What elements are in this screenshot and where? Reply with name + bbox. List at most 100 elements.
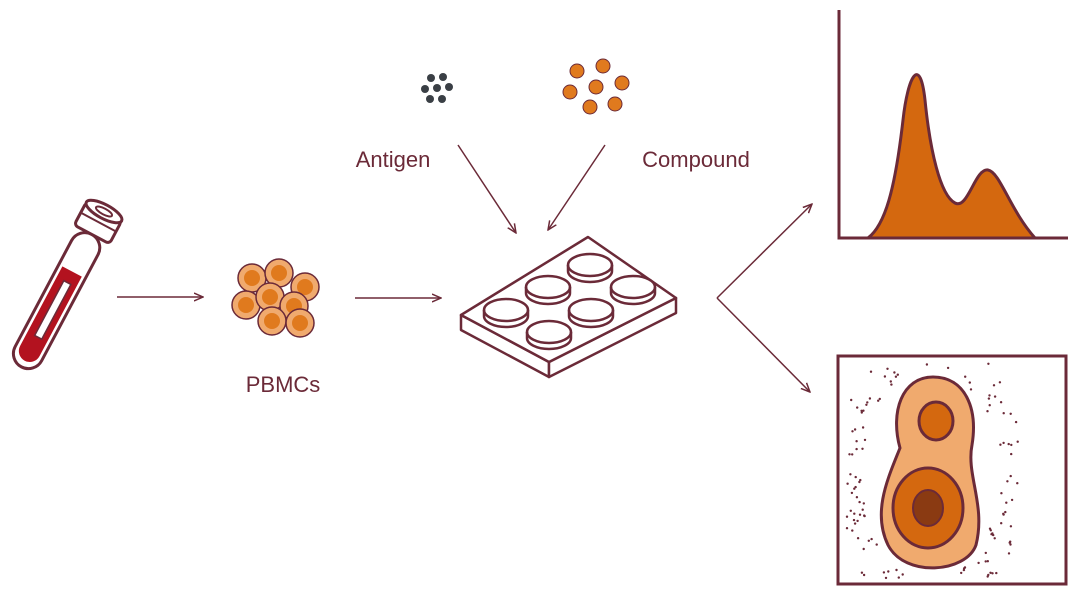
scatter-dot [1000,492,1003,495]
scatter-dot [1014,420,1018,424]
scatter-dot [858,500,861,504]
scatter-dot [878,397,881,401]
scatter-dot [851,529,854,532]
scatter-dot [854,485,857,489]
scatter-dot [989,571,992,574]
blood-tube-icon [11,198,124,371]
scatter-dot [855,496,859,499]
scatter-dot [998,381,1002,384]
contour-upper-core [917,400,955,442]
scatter-dot [984,551,987,555]
scatter-dot [1010,498,1014,502]
scatter-dot [1007,442,1010,446]
scatter-dot [853,487,856,490]
scatter-dot [860,571,864,574]
scatter-dot [1016,482,1019,485]
scatter-dot [991,572,994,575]
scatter-dot [848,453,851,456]
scatter-dot [1005,501,1008,504]
scatter-dot [855,440,858,443]
scatter-dot [1002,412,1005,415]
arrow-plate-to-contour [716,297,810,392]
scatter-dot [845,527,849,530]
scatter-dot [1002,441,1005,445]
arrow-plate-to-histogram [716,204,812,299]
pbmc-cell [231,290,261,320]
scatter-dot [849,509,852,512]
scatter-dot [852,518,856,522]
scatter-dot [886,367,889,370]
scatter-dot [995,571,998,575]
scatter-dot [999,443,1002,446]
scatter-dot [988,404,991,407]
scatter-dot [968,381,971,384]
scatter-dot [992,384,996,387]
scatter-dot [1009,540,1012,543]
scatter-dot [984,560,987,563]
scatter-dot [877,399,880,402]
plate-well [566,252,614,284]
plate-well [525,319,573,351]
plate-well [567,297,615,329]
scatter-dot [867,539,870,542]
scatter-dot [862,547,865,551]
scatter-dot [1002,512,1005,515]
scatter-dot [1010,452,1013,456]
scatter-dot [862,502,865,505]
scatter-dot [894,375,898,378]
scatter-dot [887,570,890,573]
scatter-dot [989,529,992,532]
histogram-curve [866,73,1037,240]
pbmc-cell [257,306,287,336]
scatter-dot [858,513,862,516]
scatter-dot [1000,522,1003,525]
contour-scatter-dots [845,362,1019,580]
scatter-dot [1009,474,1012,478]
scatter-dot [964,375,967,378]
contour-plot-icon [836,354,1068,586]
compound-particles-icon [562,58,630,115]
plate-well [524,274,572,306]
scatter-dot [861,447,864,450]
scatter-dot [863,514,866,517]
arrow-compound-to-plate [548,144,606,230]
scatter-dot [977,561,980,565]
scatter-dot [987,397,991,400]
scatter-dot [884,576,888,580]
scatter-dot [860,409,863,412]
scatter-dot [850,398,853,402]
scatter-dot [846,482,849,485]
scatter-dot [986,410,989,413]
contour-lower-core [912,489,944,527]
antigen-particles-icon [421,73,453,103]
scatter-dot [946,366,950,370]
scatter-dot [853,512,856,515]
scatter-dot [854,475,857,479]
scatter-dot [889,380,892,383]
histogram-axes [837,10,1068,240]
scatter-dot [861,508,864,511]
scatter-dot [1009,543,1012,546]
scatter-dot [851,430,854,433]
compound-label: Compound [642,147,750,172]
scatter-dot [883,375,887,378]
scatter-dot [859,478,862,482]
scatter-dot [851,453,854,456]
scatter-dot [969,388,973,391]
scatter-dot [987,362,990,365]
plate-well [482,297,530,329]
pbmc-cluster-icon [231,258,320,338]
scatter-dot [858,480,861,484]
scatter-dot [960,571,963,575]
well-plate-icon [459,235,678,379]
pbmcs-label: PBMCs [246,372,321,397]
scatter-dot [870,537,873,541]
antigen-label: Antigen [356,147,431,172]
plate-well [609,274,657,306]
scatter-dot [853,428,857,431]
scatter-dot [895,568,898,572]
scatter-dot [1009,525,1013,528]
scatter-dot [999,401,1003,404]
scatter-dot [849,473,852,476]
